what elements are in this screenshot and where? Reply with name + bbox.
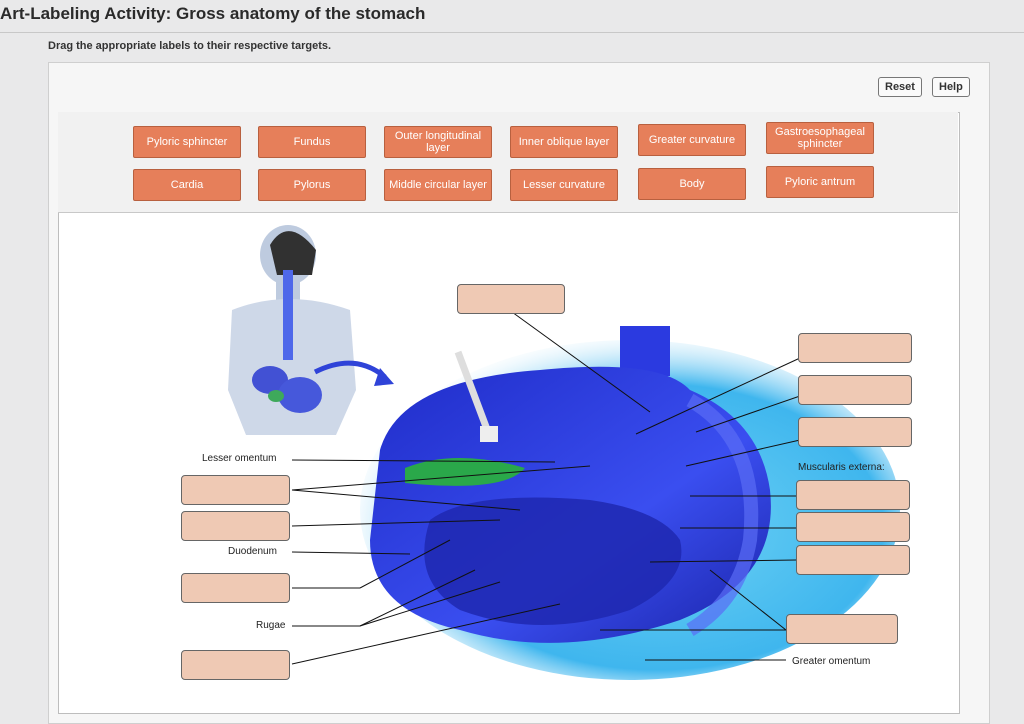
label-pylorus[interactable]: Pylorus (258, 169, 366, 201)
lesser-omentum-label: Lesser omentum (202, 453, 277, 464)
label-gastroesophageal-sphincter[interactable]: Gastroesophageal sphincter (766, 122, 874, 154)
label-middle-circular-layer[interactable]: Middle circular layer (384, 169, 492, 201)
leader-lines (291, 311, 801, 665)
label-body[interactable]: Body (638, 168, 746, 200)
muscle-layers (686, 393, 759, 637)
drop-target-right-3[interactable] (798, 417, 912, 447)
muscularis-externa-label: Muscularis externa: (798, 462, 885, 473)
arrowhead (374, 368, 394, 386)
drop-target-right-bottom[interactable] (786, 614, 898, 644)
torso-figure (228, 225, 356, 435)
drop-target-top[interactable] (457, 284, 565, 314)
instruction-text: Drag the appropriate labels to their res… (48, 40, 332, 52)
esophagus (620, 326, 670, 376)
label-pyloric-sphincter[interactable]: Pyloric sphincter (133, 126, 241, 158)
label-inner-oblique-layer[interactable]: Inner oblique layer (510, 126, 618, 158)
stomach-interior (424, 497, 682, 625)
probe-clip (480, 426, 498, 442)
drop-target-left-2[interactable] (181, 511, 290, 541)
drop-target-right-2[interactable] (798, 375, 912, 405)
label-outer-longitudinal-layer[interactable]: Outer longitudinal layer (384, 126, 492, 158)
label-lesser-curvature[interactable]: Lesser curvature (510, 169, 618, 201)
drop-target-left-3[interactable] (181, 573, 290, 603)
greater-omentum-label: Greater omentum (792, 656, 871, 667)
drop-target-muscularis-2[interactable] (796, 512, 910, 542)
drop-target-right-1[interactable] (798, 333, 912, 363)
header-divider (0, 32, 1024, 33)
drop-target-left-1[interactable] (181, 475, 290, 505)
page-title: Art-Labeling Activity: Gross anatomy of … (0, 4, 426, 23)
reset-button[interactable]: Reset (878, 77, 922, 97)
probe-tool (454, 350, 492, 434)
label-cardia[interactable]: Cardia (133, 169, 241, 201)
help-button[interactable]: Help (932, 77, 970, 97)
rugae-label: Rugae (256, 620, 286, 631)
stomach-illustration (228, 225, 900, 680)
drop-target-muscularis-1[interactable] (796, 480, 910, 510)
drop-target-muscularis-3[interactable] (796, 545, 910, 575)
drop-target-left-4[interactable] (181, 650, 290, 680)
label-fundus[interactable]: Fundus (258, 126, 366, 158)
label-greater-curvature[interactable]: Greater curvature (638, 124, 746, 156)
label-pyloric-antrum[interactable]: Pyloric antrum (766, 166, 874, 198)
duodenum-label: Duodenum (228, 546, 277, 557)
